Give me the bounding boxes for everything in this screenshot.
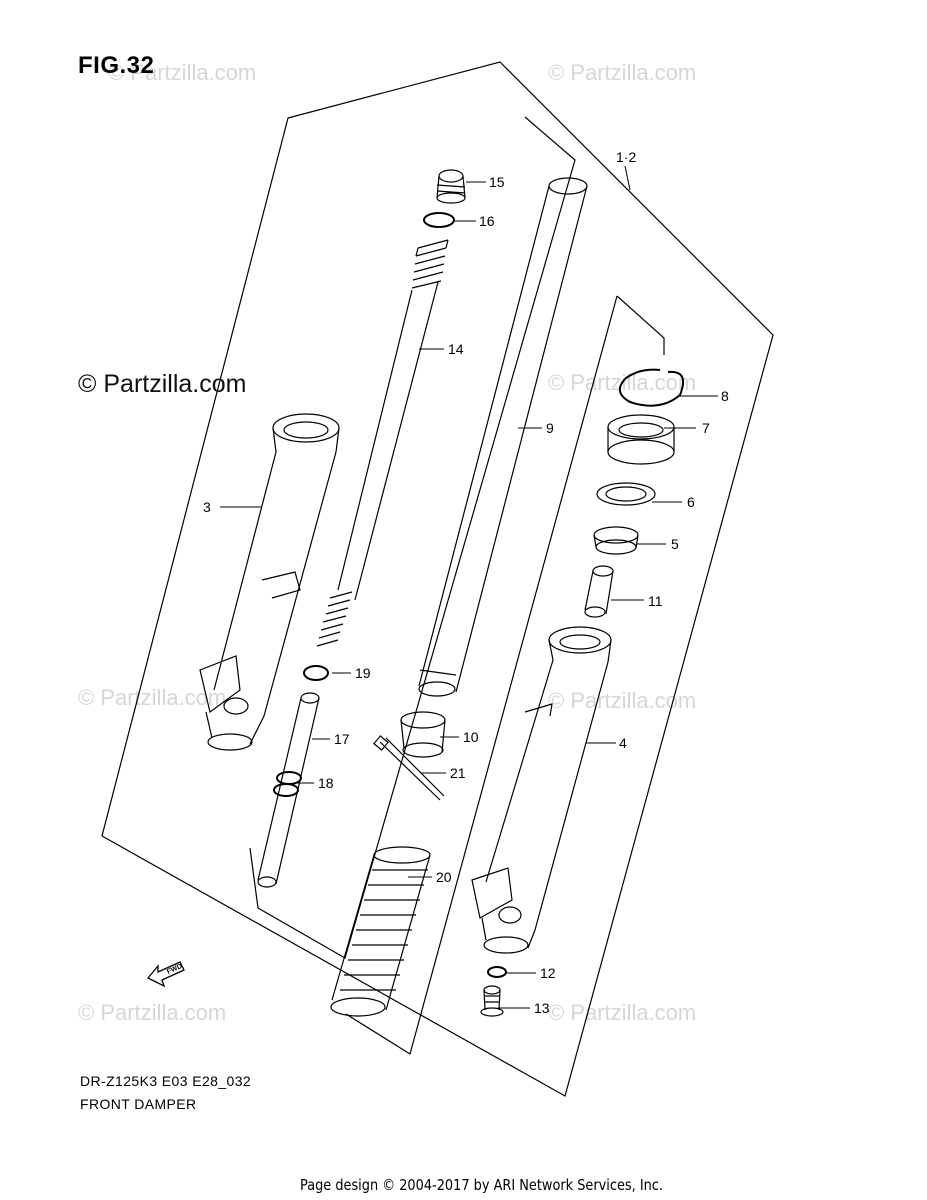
fwd-arrow-icon: FWD [146, 961, 185, 988]
watermark: © Partzilla.com [78, 685, 227, 710]
callout-labels: 1·2 3 4 5 6 7 8 9 10 11 12 13 14 15 16 1… [203, 149, 729, 1016]
callout-13: 13 [534, 1000, 550, 1016]
watermark: © Partzilla.com [548, 688, 697, 713]
part-6-washer [596, 482, 656, 506]
part-4-outer-tube [471, 626, 612, 954]
callout-15: 15 [489, 174, 505, 190]
part-14-spacer [337, 281, 439, 601]
part-19-circlip [303, 665, 329, 681]
part-9-inner-tube [418, 177, 588, 697]
callout-7: 7 [702, 420, 710, 436]
part-7-oil-seal [607, 414, 675, 465]
part-8-snap-ring [619, 368, 684, 407]
callout-10: 10 [463, 729, 479, 745]
part-3-outer-tube [199, 413, 340, 751]
part-16-o-ring [423, 212, 455, 228]
assembly-outline [101, 61, 774, 1097]
watermark: © Partzilla.com [548, 1000, 697, 1025]
watermark: © Partzilla.com [78, 1000, 227, 1025]
part-20-boot [330, 846, 431, 1017]
figure-title: FIG.32 [78, 52, 155, 79]
watermark: © Partzilla.com [108, 60, 257, 85]
part-10-bushing [400, 711, 446, 758]
part-14-spring-lower [316, 591, 353, 647]
part-15-cap-bolt [436, 169, 466, 204]
part-13-bolt [480, 985, 504, 1017]
callout-21: 21 [450, 765, 466, 781]
callout-8: 8 [721, 388, 729, 404]
inner-panel-right [616, 295, 665, 355]
callout-16: 16 [479, 213, 495, 229]
part-18-ring [273, 771, 302, 797]
watermark-main: © Partzilla.com [78, 370, 247, 398]
watermark: © Partzilla.com [548, 60, 697, 85]
callout-18: 18 [318, 775, 334, 791]
callout-12: 12 [540, 965, 556, 981]
model-code: DR-Z125K3 E03 E28_032 [80, 1073, 252, 1089]
callout-5: 5 [671, 536, 679, 552]
leader-lines [220, 165, 718, 1009]
callout-6: 6 [687, 494, 695, 510]
part-21-tie-band [379, 737, 445, 801]
part-17-damper-rod [257, 692, 320, 888]
callout-11: 11 [648, 593, 663, 609]
diagram-name: FRONT DAMPER [80, 1096, 197, 1112]
callout-20: 20 [436, 869, 452, 885]
callout-17: 17 [334, 731, 350, 747]
part-11-oil-lock-piece [584, 565, 614, 618]
footer-copyright: Page design © 2004-2017 by ARI Network S… [300, 1176, 664, 1194]
part-5-bushing [593, 526, 639, 555]
callout-4: 4 [619, 735, 627, 751]
callout-9: 9 [546, 420, 554, 436]
callout-14: 14 [448, 341, 464, 357]
part-12-gasket [487, 966, 507, 978]
callout-3: 3 [203, 499, 211, 515]
inner-panel-left [249, 116, 576, 959]
callout-1-2: 1·2 [616, 149, 636, 165]
inner-panel-right-lower [345, 295, 618, 1055]
part-14-spring [411, 239, 449, 289]
callout-19: 19 [355, 665, 371, 681]
